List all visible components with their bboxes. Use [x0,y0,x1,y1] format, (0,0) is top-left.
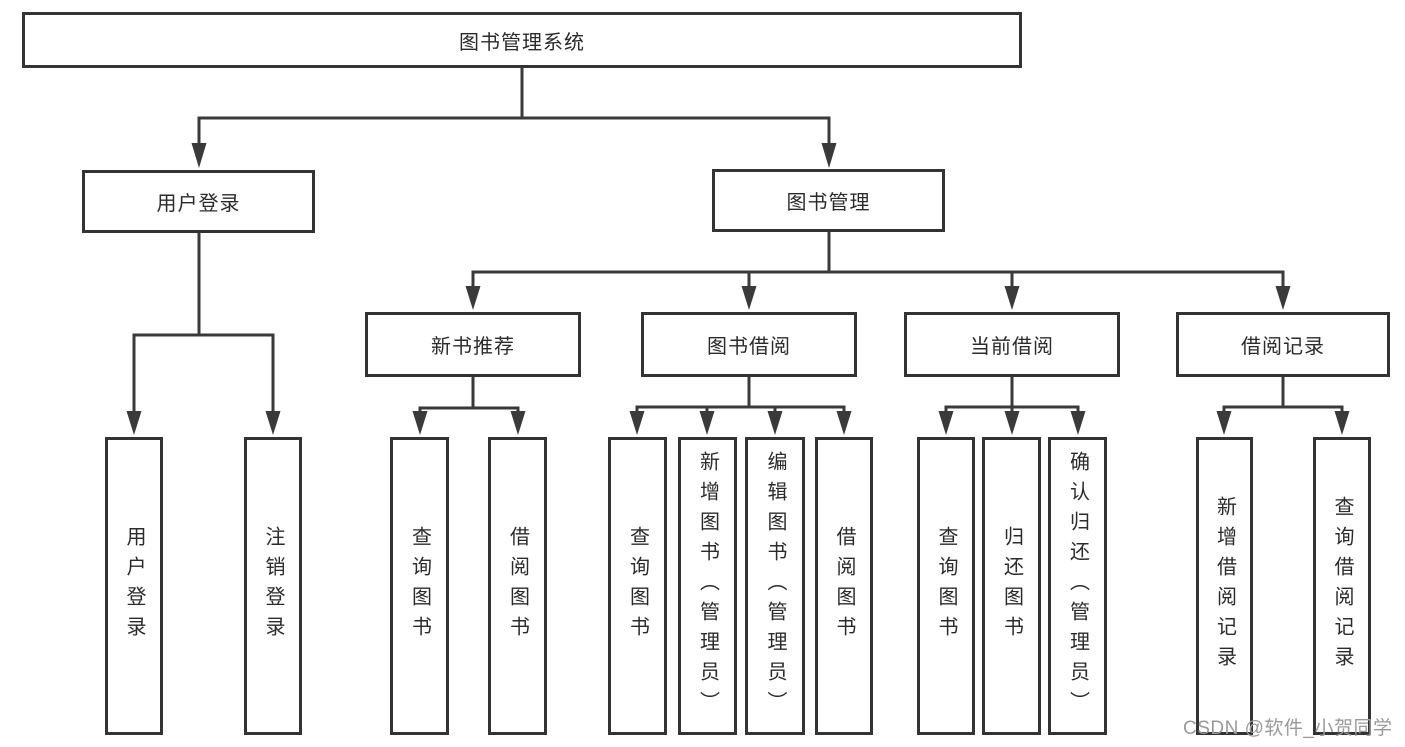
node-current-borrow: 当前借阅 [904,312,1120,377]
leaf-label: 编辑图书（管理员） [764,451,786,721]
node-new-book-recommend: 新书推荐 [365,312,581,377]
csdn-watermark: CSDN @软件_小贺同学 [1183,718,1393,739]
node-book-borrow: 图书借阅 [641,312,857,377]
leaf-label: 查询图书 [935,526,957,646]
leaf-query-books-borrow: 查询图书 [608,437,667,735]
leaf-label: 归还图书 [1000,526,1023,646]
leaf-label: 借阅图书 [833,526,855,646]
leaf-query-books-current: 查询图书 [917,437,975,735]
leaf-label: 确认归还（管理员） [1066,451,1089,721]
leaf-label: 注销登录 [262,526,284,646]
leaf-label: 借阅图书 [506,526,529,646]
leaf-return-books: 归还图书 [982,437,1041,735]
node-book-management: 图书管理 [712,169,945,232]
leaf-user-login: 用户登录 [105,437,163,735]
leaf-label: 查询图书 [626,526,649,646]
leaf-query-borrow-record: 查询借阅记录 [1313,437,1371,735]
leaf-edit-book-admin: 编辑图书（管理员） [745,437,805,735]
node-borrow-records: 借阅记录 [1176,312,1390,377]
leaf-borrow-books-recommend: 借阅图书 [488,437,547,735]
node-library-system: 图书管理系统 [22,12,1022,68]
node-user-login: 用户登录 [82,170,315,233]
leaf-label: 新增借阅记录 [1213,496,1236,676]
leaf-label: 查询图书 [408,526,431,646]
leaf-label: 用户登录 [123,526,145,646]
leaf-borrow-books: 借阅图书 [815,437,873,735]
leaf-add-book-admin: 新增图书（管理员） [678,437,737,735]
leaf-add-borrow-record: 新增借阅记录 [1196,437,1253,735]
leaf-label: 查询借阅记录 [1331,496,1353,676]
leaf-confirm-return-admin: 确认归还（管理员） [1048,437,1107,735]
leaf-label: 新增图书（管理员） [696,451,719,721]
leaf-logout: 注销登录 [244,437,302,735]
arrowheads [126,143,1350,435]
leaf-query-books-recommend: 查询图书 [390,437,449,735]
